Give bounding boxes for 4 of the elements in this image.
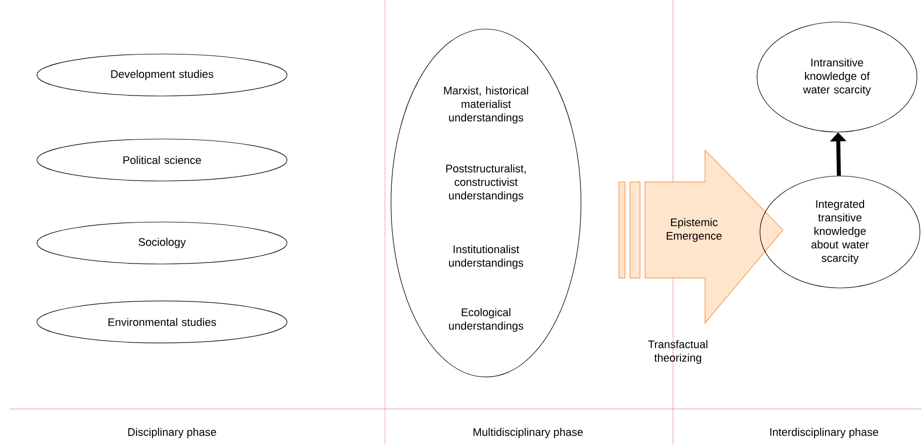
- phase-label: Disciplinary phase: [128, 428, 216, 438]
- node-label: Transfactual theorizing: [648, 340, 708, 364]
- phase-label: Interdisciplinary phase: [770, 428, 878, 438]
- phase-label: Multidisciplinary phase: [474, 428, 583, 438]
